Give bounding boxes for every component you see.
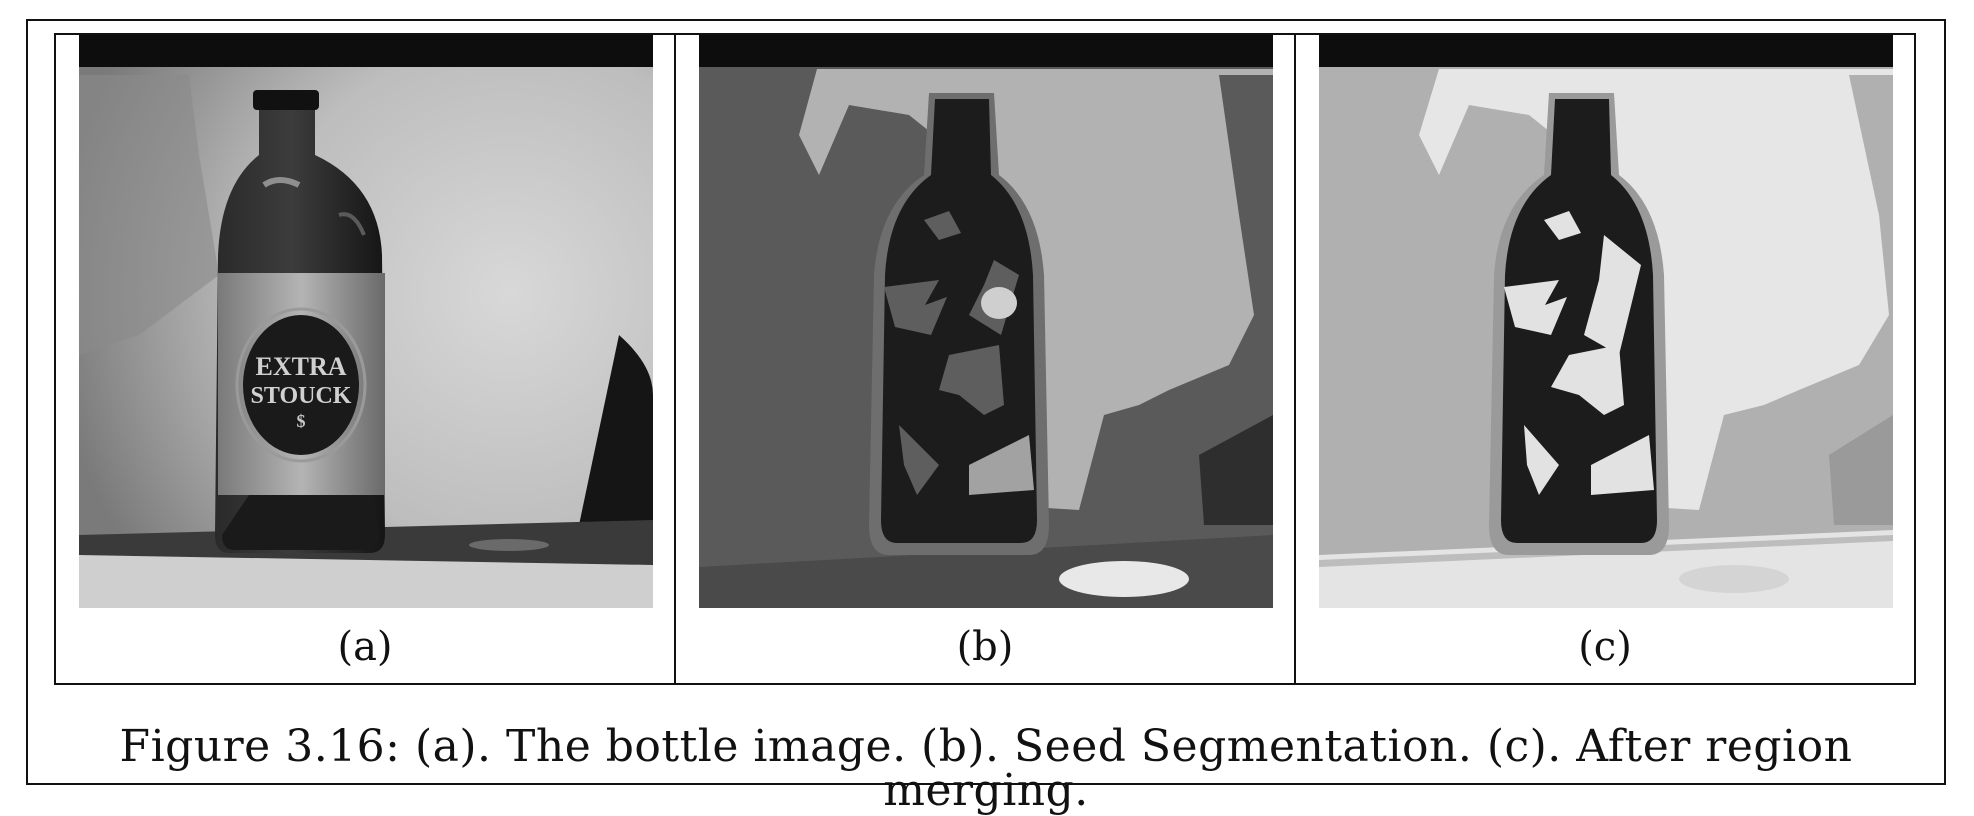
bottle-label-line3: $: [297, 411, 306, 431]
bottle-label-line1: EXTRA: [255, 352, 346, 381]
figure-caption: Figure 3.16: (a). The bottle image. (b).…: [119, 721, 1853, 816]
bottle-label-line2: STOUCK: [251, 383, 352, 409]
bottle-photo: EXTRA STOUCK $: [79, 35, 653, 608]
figure-panel-table: EXTRA STOUCK $ (a) (b): [54, 33, 1916, 685]
seed-segmentation-image: [699, 35, 1273, 608]
panel-c-label: (c): [1578, 624, 1632, 670]
panel-a: EXTRA STOUCK $ (a): [56, 35, 674, 683]
panel-b: (b): [674, 35, 1294, 683]
merged-regions-image: [1319, 35, 1893, 608]
panel-c: (c): [1294, 35, 1914, 683]
panel-a-label: (a): [337, 624, 393, 670]
panel-b-label: (b): [956, 624, 1014, 670]
figure-frame: [26, 19, 1946, 785]
